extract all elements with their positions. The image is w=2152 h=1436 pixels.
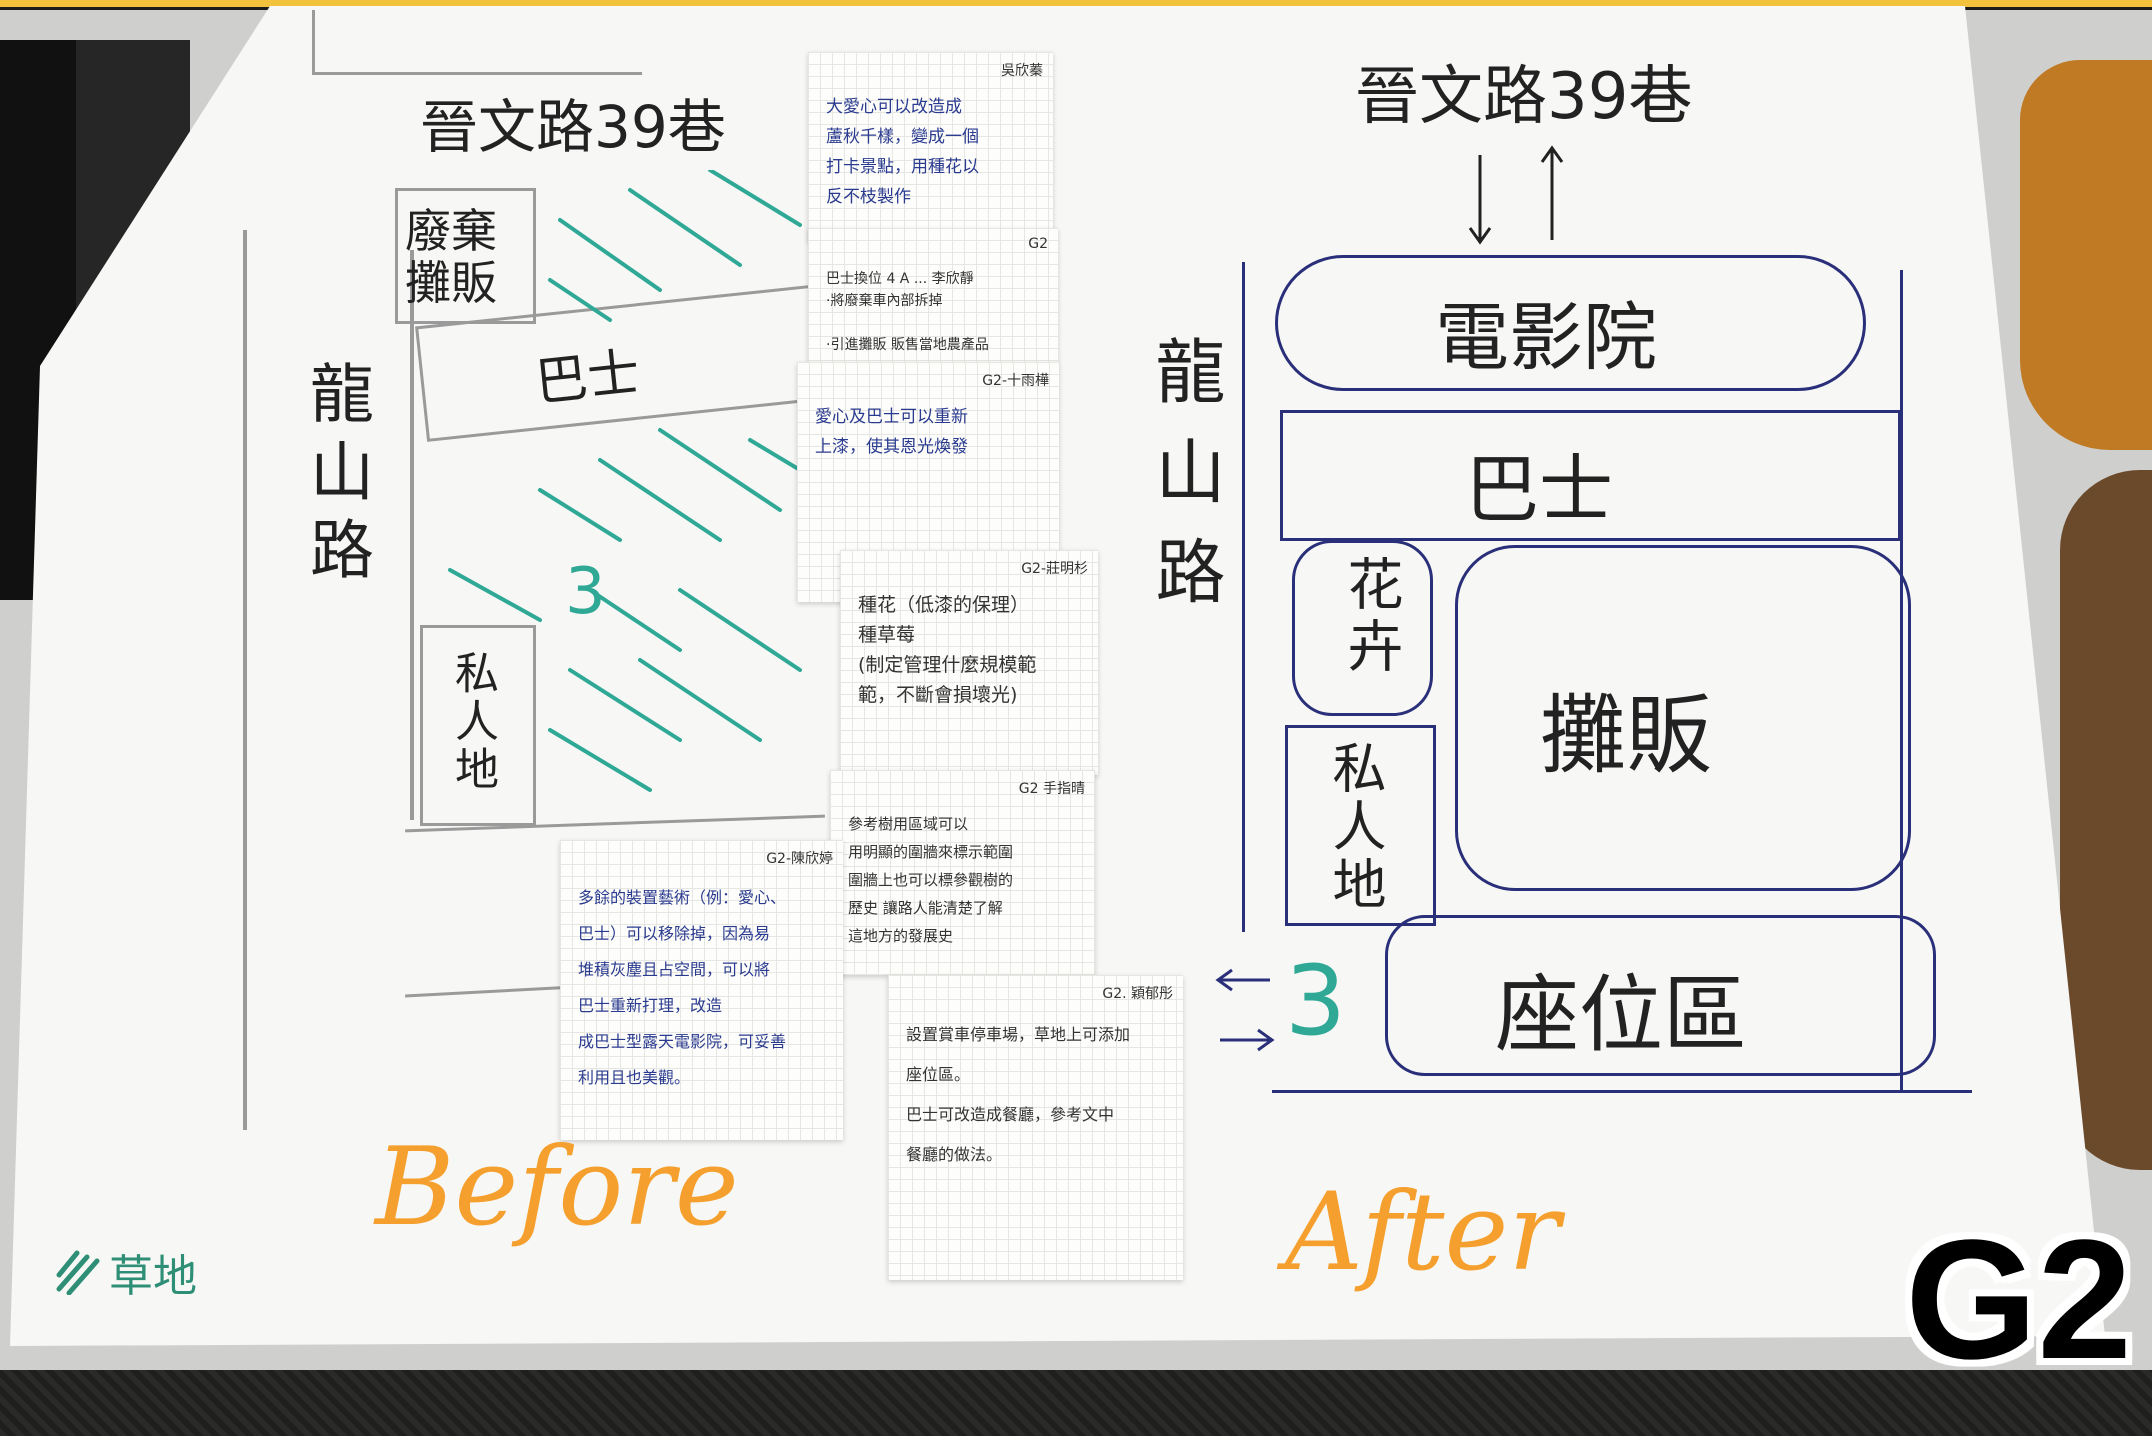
brand-logo-text: 草地 [109, 1251, 197, 1302]
after-seat-box [1385, 915, 1936, 1076]
brand-logo: 草地 [55, 1240, 197, 1304]
sticky-note: G2 巴士換位 4 A ... 李欣靜 ·將廢棄車內部拆掉 ·引進攤販 販售當地… [808, 228, 1058, 363]
sticky-note: G2. 穎郁彤 設置賞車停車場，草地上可添加 座位區。 巴士可改造成餐廳，參考文… [888, 975, 1183, 1280]
after-bus-label: 巴士 [1465, 447, 1613, 533]
after-flower-label: 花卉 [1338, 555, 1403, 679]
note-author: G2. 穎郁彤 [1102, 986, 1173, 1002]
after-zone-number: 3 [1285, 945, 1347, 1057]
before-road-top-label: 晉文路39巷 [420, 93, 726, 161]
before-title: Before [375, 1125, 739, 1250]
before-road-edge [312, 72, 642, 75]
after-cinema-box [1275, 255, 1866, 391]
after-cinema-label: 電影院 [1435, 295, 1657, 381]
before-road-line [243, 230, 247, 1130]
note-text: 參考樹用區域可以 用明顯的圍牆來標示範圍 圍牆上也可以標參觀樹的 歷史 讓路人能… [848, 815, 1014, 945]
after-road-left-label: 龍山路 [1144, 335, 1226, 635]
note-author: G2 手指晴 [1018, 781, 1085, 797]
note-author: 吳欣蓁 [1001, 63, 1043, 79]
grass-stripes-icon [56, 1250, 100, 1295]
note-author: G2 [1028, 236, 1048, 252]
after-title: After [1285, 1170, 1561, 1295]
before-road-left-label: 龍山路 [299, 360, 373, 594]
after-flower-box [1292, 540, 1433, 716]
top-accent-bar [0, 0, 2152, 7]
after-private-box [1285, 725, 1436, 926]
after-traffic-arrows [1468, 145, 1564, 245]
after-stall-label: 攤販 [1540, 686, 1712, 786]
note-author: G2-陳欣婷 [766, 851, 833, 867]
orange-bag [2020, 60, 2152, 450]
group-badge: G2 [1905, 1205, 2132, 1395]
note-text: 大愛心可以改造成 蘆秋千樣，變成一個 打卡景點，用種花以 反不枝製作 [826, 97, 979, 207]
after-lot-bottom-edge [1272, 1090, 1972, 1093]
note-text: 巴士換位 4 A ... 李欣靜 ·將廢棄車內部拆掉 ·引進攤販 販售當地農產品 [826, 271, 989, 353]
after-road-top-label: 晉文路39巷 [1355, 60, 1693, 134]
after-lot-right-edge [1900, 270, 1903, 1090]
before-road-edge [312, 10, 315, 75]
brown-bag [2060, 470, 2152, 1170]
note-text: 設置賞車停車場，草地上可添加 座位區。 巴士可改造成餐廳，參考文中 餐廳的做法。 [906, 1025, 1131, 1164]
before-stall-label: 廢棄攤販 [405, 204, 497, 310]
sticky-note: G2-莊明杉 種花（低漆的保理） 種草莓 (制定管理什麼規模範 範，不斷會損壞光… [840, 550, 1098, 775]
before-stall-box [395, 188, 536, 324]
after-bus-box [1280, 410, 1901, 541]
before-private-box [420, 625, 536, 826]
before-private-label: 私人地 [447, 650, 498, 794]
note-text: 種花（低漆的保理） 種草莓 (制定管理什麼規模範 範，不斷會損壞光) [858, 594, 1037, 706]
note-author: G2-莊明杉 [1021, 561, 1088, 577]
after-private-label: 私人地 [1323, 740, 1386, 914]
after-stall-box [1455, 545, 1911, 891]
note-text: 愛心及巴士可以重新 上漆，使其恩光煥發 [815, 407, 968, 457]
sticky-note: G2 手指晴 參考樹用區域可以 用明顯的圍牆來標示範圍 圍牆上也可以標參觀樹的 … [830, 770, 1095, 975]
after-seat-label: 座位區 [1495, 966, 1748, 1064]
after-entrance-arrows [1215, 968, 1275, 1052]
after-lot-left-edge [1242, 262, 1245, 932]
note-author: G2-十雨樺 [982, 373, 1049, 389]
sticky-note: G2-陳欣婷 多餘的裝置藝術（例：愛心、 巴士）可以移除掉，因為易 堆積灰塵且占… [560, 840, 843, 1140]
sticky-note: 吳欣蓁 大愛心可以改造成 蘆秋千樣，變成一個 打卡景點，用種花以 反不枝製作 [808, 52, 1053, 242]
note-text: 多餘的裝置藝術（例：愛心、 巴士）可以移除掉，因為易 堆積灰塵且占空間，可以將 … [578, 888, 787, 1087]
before-zone-number: 3 [565, 555, 606, 629]
before-grass-hatching [448, 170, 802, 792]
before-lot-line [410, 250, 414, 820]
